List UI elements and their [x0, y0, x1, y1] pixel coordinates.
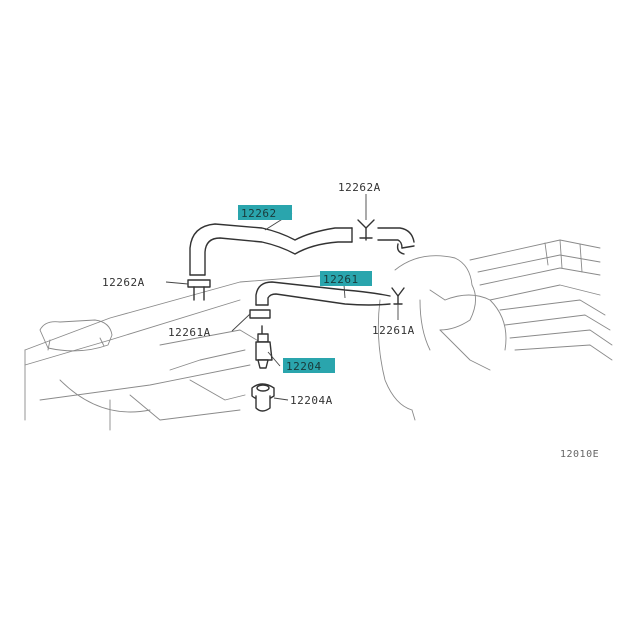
callout-hose-lower-label: 12261 [323, 273, 359, 286]
figure-code: 12010E [560, 449, 599, 460]
upper-hose [189, 223, 353, 276]
clamp-lower-left [249, 309, 271, 319]
callout-highlight [238, 205, 292, 220]
clamp-top [357, 219, 375, 241]
callout-clamp-lower-left-label[interactable]: 12261A [168, 326, 211, 339]
callout-clamp-left-label[interactable]: 12262A [102, 276, 145, 289]
clamp-left [187, 279, 211, 301]
callout-clamp-lower-right-label[interactable]: 12261A [372, 324, 415, 337]
callout-grommet-label[interactable]: 12204A [290, 394, 333, 407]
callout-pcv-valve-label: 12204 [286, 360, 322, 373]
right-hose-segment [377, 227, 415, 255]
callout-highlight [283, 358, 335, 373]
callout-hose-upper[interactable]: 12262 [238, 205, 292, 220]
engine-outline [24, 239, 613, 431]
callout-highlight [320, 271, 372, 286]
clamp-lower-right [391, 287, 405, 305]
lower-hose [255, 281, 391, 306]
pcv-valve [255, 325, 273, 369]
callout-hose-lower[interactable]: 12261 [320, 271, 372, 286]
leader-lines [165, 194, 399, 401]
grommet [251, 383, 275, 412]
callout-clamp-top-label[interactable]: 12262A [338, 181, 381, 194]
callout-hose-upper-label: 12262 [241, 207, 277, 220]
callout-pcv-valve[interactable]: 12204 [283, 358, 335, 373]
